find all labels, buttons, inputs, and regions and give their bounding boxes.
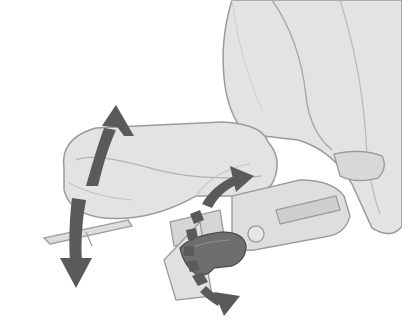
seat-illustration-svg: [0, 0, 402, 321]
seat-illustration: [0, 0, 402, 321]
